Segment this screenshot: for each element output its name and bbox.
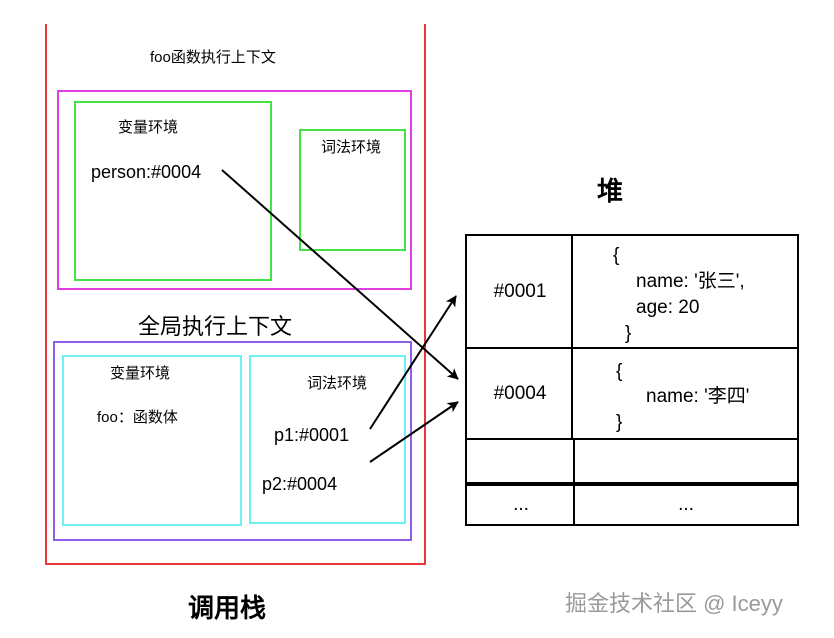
global-lexical-env-box bbox=[249, 355, 406, 524]
heap-row-2-name: name: '李四' bbox=[646, 386, 750, 407]
heap-row-2-open-brace: { bbox=[616, 361, 623, 382]
call-stack-label: 调用栈 bbox=[188, 593, 267, 623]
heap-row-3-address bbox=[465, 438, 575, 484]
foo-context-box bbox=[57, 90, 412, 290]
heap-row-3-content bbox=[573, 438, 799, 484]
heap-row-1-age: age: 20 bbox=[636, 297, 700, 318]
heap-address-0001: #0001 bbox=[493, 280, 547, 302]
foo-context-title: foo函数执行上下文 bbox=[150, 49, 276, 66]
global-p2-entry: p2:#0004 bbox=[262, 474, 338, 494]
heap-row-4-address: ... bbox=[465, 484, 575, 526]
foo-variable-env-title: 变量环境 bbox=[118, 119, 179, 136]
heap-row-1-name: name: '张三', bbox=[636, 271, 745, 292]
global-context-box bbox=[53, 341, 412, 541]
call-stack-frame bbox=[45, 24, 426, 565]
heap-row-1-open-brace: { bbox=[613, 245, 620, 266]
foo-variable-env-box bbox=[74, 101, 272, 281]
foo-lexical-env-box bbox=[299, 129, 406, 251]
global-lexical-env-title: 词法环境 bbox=[307, 375, 368, 392]
foo-person-entry: person:#0004 bbox=[91, 162, 202, 182]
arrow-p2-to-0004 bbox=[369, 401, 459, 463]
global-variable-env-box bbox=[62, 355, 242, 526]
heap-title: 堆 bbox=[597, 176, 624, 206]
arrow-p1-to-0001 bbox=[369, 295, 457, 430]
arrow-person-to-0004 bbox=[221, 169, 459, 380]
heap-ellipsis-address: ... bbox=[513, 494, 529, 515]
heap-ellipsis-content: ... bbox=[678, 494, 694, 515]
foo-lexical-env-title: 词法环境 bbox=[321, 139, 382, 156]
heap-table: #0001 { name: '张三', age: 20 } #0004 { na… bbox=[465, 234, 799, 526]
global-context-title: 全局执行上下文 bbox=[138, 314, 293, 339]
global-variable-env-title: 变量环境 bbox=[110, 365, 171, 382]
watermark: 掘金技术社区 @ Iceyy bbox=[565, 591, 783, 616]
heap-row-2-close-brace: } bbox=[616, 412, 623, 433]
global-foo-entry: foo：函数体 bbox=[97, 409, 178, 426]
heap-row-1-close-brace: } bbox=[625, 323, 632, 344]
global-p1-entry: p1:#0001 bbox=[274, 425, 350, 445]
heap-row-1-content: { name: '张三', age: 20 } bbox=[571, 234, 799, 349]
heap-row-4-content: ... bbox=[573, 484, 799, 526]
heap-address-0004: #0004 bbox=[493, 382, 547, 404]
